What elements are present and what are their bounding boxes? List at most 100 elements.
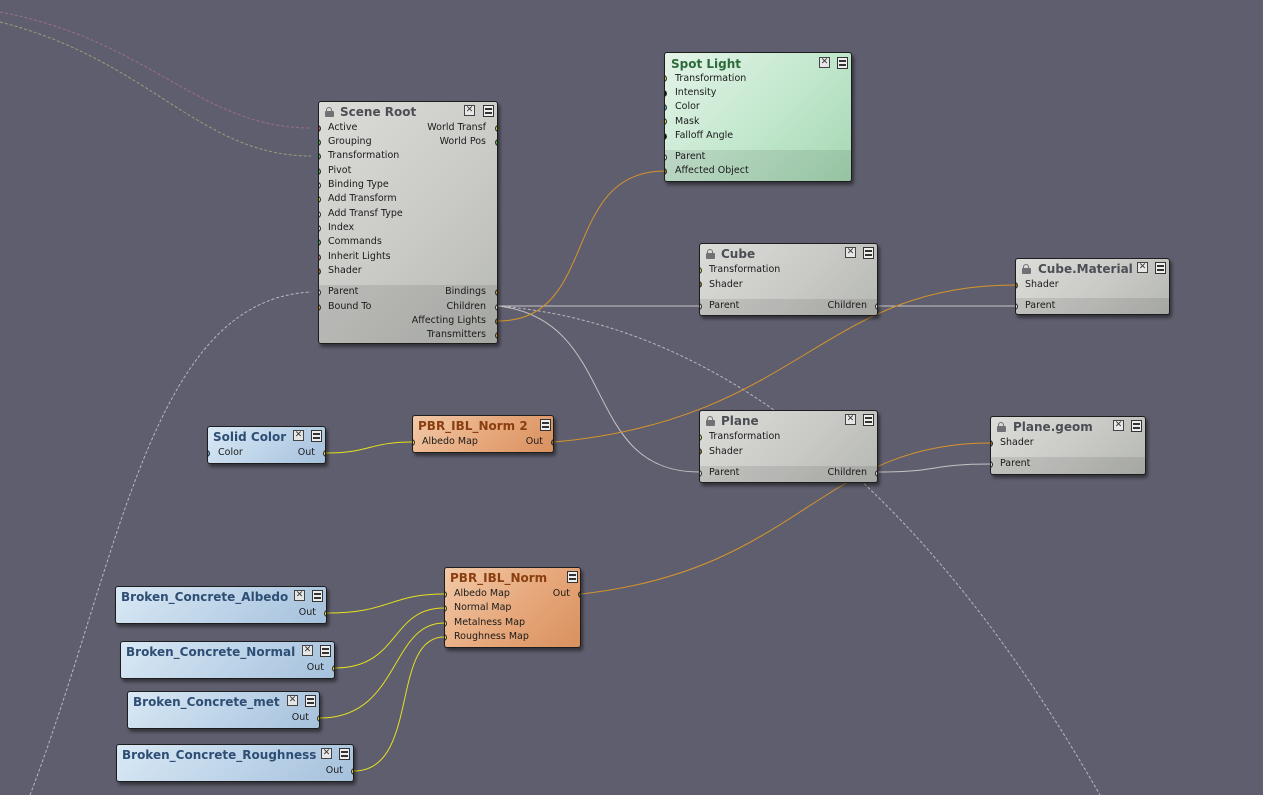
node-plane-geom[interactable]: Plane.geom ✕ Shader Parent xyxy=(990,416,1146,475)
port-children[interactable] xyxy=(875,303,877,310)
close-icon[interactable]: ✕ xyxy=(321,748,332,759)
port-albedo-map[interactable] xyxy=(445,591,447,598)
node-pbr-ibl-norm[interactable]: PBR_IBL_Norm Albedo Map Normal Map Metal… xyxy=(444,567,581,648)
node-broken-concrete-roughness[interactable]: Broken_Concrete_Roughness ✕ Out xyxy=(116,744,354,782)
port-shader[interactable] xyxy=(319,268,321,275)
close-icon[interactable]: ✕ xyxy=(845,247,856,258)
node-solid-color[interactable]: Solid Color ✕ Color Out xyxy=(207,426,326,464)
port-color[interactable] xyxy=(665,104,667,111)
menu-icon[interactable] xyxy=(540,419,551,431)
port-out[interactable] xyxy=(317,715,319,722)
port-add-transform[interactable] xyxy=(319,196,321,203)
node-broken-concrete-albedo[interactable]: Broken_Concrete_Albedo ✕ Out xyxy=(115,586,327,624)
close-icon[interactable]: ✕ xyxy=(294,590,305,601)
node-header[interactable]: Plane ✕ xyxy=(700,411,877,431)
node-header[interactable]: PBR_IBL_Norm xyxy=(445,568,580,588)
close-icon[interactable]: ✕ xyxy=(845,414,856,425)
node-pbr-ibl-norm-2[interactable]: PBR_IBL_Norm 2 Albedo Map Out xyxy=(412,415,554,453)
node-header[interactable]: Solid Color ✕ xyxy=(208,427,325,447)
port-active[interactable] xyxy=(319,125,321,132)
port-shader[interactable] xyxy=(700,448,702,455)
node-links-section xyxy=(991,457,1145,474)
port-color[interactable] xyxy=(208,450,210,457)
menu-icon[interactable] xyxy=(311,430,322,442)
port-normal-map[interactable] xyxy=(445,605,447,612)
menu-icon[interactable] xyxy=(863,414,874,426)
menu-icon[interactable] xyxy=(312,590,323,602)
port-bindings[interactable] xyxy=(495,289,497,296)
port-shader[interactable] xyxy=(700,281,702,288)
port-transformation[interactable] xyxy=(319,153,321,160)
node-header[interactable]: Broken_Concrete_met ✕ xyxy=(128,692,319,712)
port-roughness-map[interactable] xyxy=(445,634,447,641)
menu-icon[interactable] xyxy=(863,247,874,259)
port-falloff-angle[interactable] xyxy=(665,133,667,140)
node-cube[interactable]: Cube ✕ Transformation Shader Parent Chil… xyxy=(699,243,878,316)
input-label: Add Transf Type xyxy=(328,208,403,219)
port-out[interactable] xyxy=(332,665,334,672)
node-header[interactable]: Broken_Concrete_Roughness ✕ xyxy=(117,745,353,765)
port-shader[interactable] xyxy=(1016,282,1018,289)
node-title: Spot Light xyxy=(671,57,742,71)
node-header[interactable]: Broken_Concrete_Normal ✕ xyxy=(121,642,334,662)
port-world-transf[interactable] xyxy=(495,125,497,132)
port-inherit-lights[interactable] xyxy=(319,254,321,261)
input-label: Roughness Map xyxy=(454,631,529,642)
port-pivot[interactable] xyxy=(319,168,321,175)
menu-icon[interactable] xyxy=(1131,420,1142,432)
port-metalness-map[interactable] xyxy=(445,620,447,627)
node-broken-concrete-met[interactable]: Broken_Concrete_met ✕ Out xyxy=(127,691,320,729)
close-icon[interactable]: ✕ xyxy=(287,695,298,706)
menu-icon[interactable] xyxy=(1155,262,1166,274)
node-header[interactable]: Plane.geom ✕ xyxy=(991,417,1145,437)
port-world-pos[interactable] xyxy=(495,139,497,146)
close-icon[interactable]: ✕ xyxy=(302,645,313,656)
menu-icon[interactable] xyxy=(305,695,316,707)
port-binding-type[interactable] xyxy=(319,182,321,189)
node-plane[interactable]: Plane ✕ Transformation Shader Parent Chi… xyxy=(699,410,878,483)
node-scene-root[interactable]: Scene Root ✕ Active Grouping Transformat… xyxy=(318,101,498,344)
menu-icon[interactable] xyxy=(320,645,331,657)
node-header[interactable]: Cube ✕ xyxy=(700,244,877,264)
port-index[interactable] xyxy=(319,225,321,232)
menu-icon[interactable] xyxy=(339,748,350,760)
input-label: Parent xyxy=(328,286,359,297)
port-affecting-lights[interactable] xyxy=(495,318,497,325)
close-icon[interactable]: ✕ xyxy=(1113,420,1124,431)
port-out[interactable] xyxy=(551,439,553,446)
port-transmitters[interactable] xyxy=(495,332,497,339)
port-out[interactable] xyxy=(324,610,326,617)
node-spot-light[interactable]: Spot Light ✕ Transformation Intensity Co… xyxy=(664,52,852,182)
menu-icon[interactable] xyxy=(567,571,578,583)
close-icon[interactable]: ✕ xyxy=(1137,262,1148,273)
port-transformation[interactable] xyxy=(700,267,702,274)
close-icon[interactable]: ✕ xyxy=(819,57,830,68)
port-transformation[interactable] xyxy=(700,434,702,441)
port-intensity[interactable] xyxy=(665,90,667,97)
port-out[interactable] xyxy=(351,768,353,775)
node-header[interactable]: Scene Root ✕ xyxy=(319,102,497,122)
port-shader[interactable] xyxy=(991,440,993,447)
port-mask[interactable] xyxy=(665,118,667,125)
menu-icon[interactable] xyxy=(483,105,494,117)
close-icon[interactable]: ✕ xyxy=(293,430,304,441)
node-header[interactable]: Broken_Concrete_Albedo ✕ xyxy=(116,587,326,607)
port-children[interactable] xyxy=(875,470,877,477)
output-label: Children xyxy=(827,300,867,311)
close-icon[interactable]: ✕ xyxy=(464,105,475,116)
port-commands[interactable] xyxy=(319,239,321,246)
port-transformation[interactable] xyxy=(665,75,667,82)
port-out[interactable] xyxy=(578,591,580,598)
node-header[interactable]: PBR_IBL_Norm 2 xyxy=(413,416,553,436)
node-broken-concrete-normal[interactable]: Broken_Concrete_Normal ✕ Out xyxy=(120,641,335,679)
node-cube-material[interactable]: Cube.Material ✕ Shader Parent xyxy=(1015,258,1170,315)
port-children[interactable] xyxy=(495,304,497,311)
port-add-transf-type[interactable] xyxy=(319,211,321,218)
node-header[interactable]: Cube.Material ✕ xyxy=(1016,259,1169,279)
port-albedo-map[interactable] xyxy=(413,439,415,446)
port-grouping[interactable] xyxy=(319,139,321,146)
menu-icon[interactable] xyxy=(837,57,848,69)
node-links-section xyxy=(319,285,497,343)
port-out[interactable] xyxy=(323,450,325,457)
node-header[interactable]: Spot Light ✕ xyxy=(665,54,851,74)
